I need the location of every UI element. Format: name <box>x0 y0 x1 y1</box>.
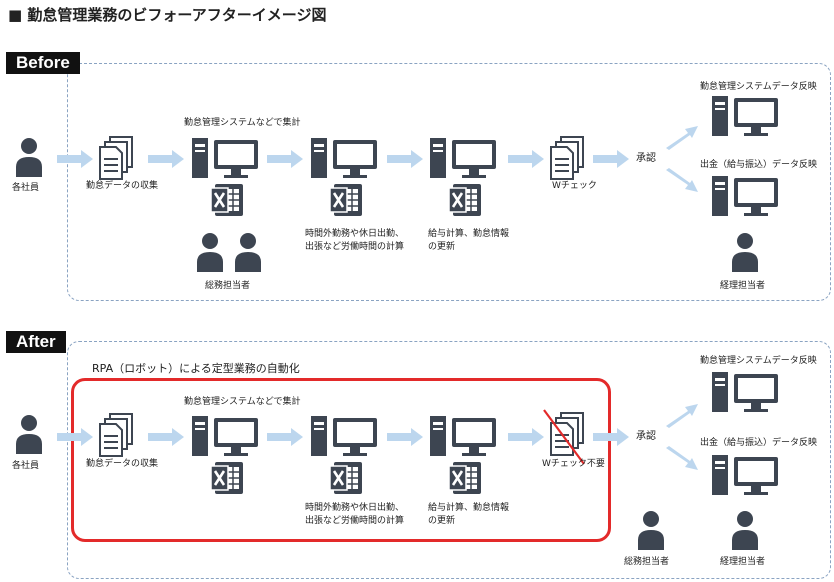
general-affairs-label: 総務担当者 <box>624 557 670 567</box>
branch-arrow-down-icon <box>666 446 698 470</box>
flow-arrow-icon <box>387 150 423 168</box>
general-affairs-person-icon <box>638 511 664 550</box>
calc-payroll-label: 給与計算、勤怠情報 の更新 <box>428 502 509 528</box>
aggregate-label: 勤怠管理システムなどで集計 <box>184 118 301 128</box>
general-affairs-person-icon <box>197 233 223 272</box>
calc-payroll-line: 給与計算、勤怠情報 <box>428 503 510 513</box>
calc-payroll-line: の更新 <box>428 516 456 526</box>
calc-overtime-line: 時間外勤務や休日出勤、 <box>305 503 405 513</box>
accounting-label: 経理担当者 <box>720 557 766 567</box>
approve-label: 承認 <box>636 431 656 442</box>
documents-icon <box>550 136 584 180</box>
after-label: After <box>6 331 66 353</box>
computer-icon <box>712 372 778 412</box>
flow-arrow-icon <box>508 428 544 446</box>
flow-arrow-icon <box>57 428 93 446</box>
general-affairs-person-icon <box>235 233 261 272</box>
reflect-payment-label: 出金（給与振込）データ反映 <box>700 160 818 170</box>
flow-arrow-icon <box>593 428 629 446</box>
flow-arrow-icon <box>267 150 303 168</box>
before-label: Before <box>6 52 80 74</box>
computer-icon <box>712 455 778 495</box>
calc-payroll-label: 給与計算、勤怠情報 の更新 <box>428 228 509 254</box>
excel-icon <box>210 462 243 494</box>
employee-person-icon <box>16 415 42 454</box>
general-affairs-label: 総務担当者 <box>205 281 251 291</box>
employee-person-icon <box>16 138 42 177</box>
computer-icon <box>192 416 258 456</box>
strike-through-mark-icon <box>543 409 585 465</box>
after-panel <box>67 341 831 579</box>
computer-icon <box>311 138 377 178</box>
reflect-payment-label: 出金（給与振込）データ反映 <box>700 438 818 448</box>
excel-icon <box>448 462 481 494</box>
accounting-person-icon <box>732 511 758 550</box>
page-title: ■ 勤怠管理業務のビフォーアフターイメージ図 <box>8 6 327 24</box>
aggregate-label: 勤怠管理システムなどで集計 <box>184 397 301 407</box>
branch-arrow-up-icon <box>666 404 698 428</box>
flow-arrow-icon <box>57 150 93 168</box>
employee-label: 各社員 <box>12 461 40 471</box>
computer-icon <box>192 138 258 178</box>
reflect-attendance-label: 勤怠管理システムデータ反映 <box>700 82 817 92</box>
calc-overtime-line: 時間外勤務や休日出勤、 <box>305 229 405 239</box>
computer-icon <box>430 138 496 178</box>
calc-payroll-line: の更新 <box>428 242 456 252</box>
w-check-label: Wチェック <box>552 181 597 191</box>
computer-icon <box>712 96 778 136</box>
calc-payroll-line: 給与計算、勤怠情報 <box>428 229 510 239</box>
excel-icon <box>210 184 243 216</box>
employee-label: 各社員 <box>12 183 40 193</box>
flow-arrow-icon <box>148 428 184 446</box>
computer-icon <box>430 416 496 456</box>
documents-icon <box>99 413 133 457</box>
excel-icon <box>448 184 481 216</box>
computer-icon <box>311 416 377 456</box>
documents-icon <box>550 412 584 456</box>
collect-label: 勤怠データの収集 <box>86 181 159 191</box>
calc-overtime-label: 時間外勤務や休日出勤、 出張など労働時間の計算 <box>305 228 404 254</box>
collect-label: 勤怠データの収集 <box>86 459 159 469</box>
flow-arrow-icon <box>267 428 303 446</box>
excel-icon <box>329 462 362 494</box>
calc-overtime-line: 出張など労働時間の計算 <box>305 242 405 252</box>
before-panel <box>67 63 831 301</box>
approve-label: 承認 <box>636 153 656 164</box>
documents-icon <box>99 136 133 180</box>
rpa-automation-box <box>71 378 611 542</box>
branch-arrow-up-icon <box>666 126 698 150</box>
w-check-unneeded-label: Wチェック不要 <box>542 459 605 469</box>
branch-arrow-down-icon <box>666 168 698 192</box>
accounting-label: 経理担当者 <box>720 281 766 291</box>
flow-arrow-icon <box>508 150 544 168</box>
excel-icon <box>329 184 362 216</box>
accounting-person-icon <box>732 233 758 272</box>
computer-icon <box>712 176 778 216</box>
flow-arrow-icon <box>593 150 629 168</box>
flow-arrow-icon <box>148 150 184 168</box>
calc-overtime-label: 時間外勤務や休日出勤、 出張など労働時間の計算 <box>305 502 404 528</box>
reflect-attendance-label: 勤怠管理システムデータ反映 <box>700 356 817 366</box>
flow-arrow-icon <box>387 428 423 446</box>
rpa-title: RPA（ロボット）による定型業務の自動化 <box>92 362 300 375</box>
calc-overtime-line: 出張など労働時間の計算 <box>305 516 405 526</box>
